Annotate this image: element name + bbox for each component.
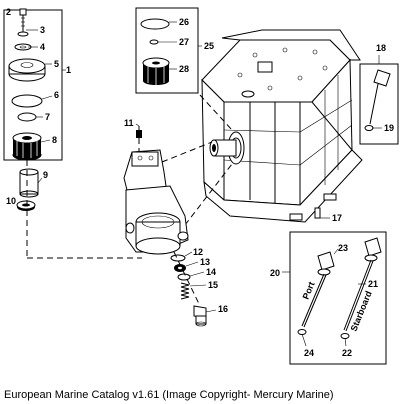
callout-18: 18 [376,43,386,53]
callout-4: 4 [40,42,45,52]
callout-13: 13 [200,257,210,267]
callout-7: 7 [45,112,50,122]
callout-12: 12 [193,247,203,257]
cap-part [8,58,46,82]
callout-8: 8 [52,135,57,145]
sleeve-part [19,168,39,198]
starboard-label: Starboard [349,290,374,333]
gear-housing [201,29,363,223]
callout-2: 2 [6,7,11,17]
callout-15: 15 [208,280,218,290]
callout-27: 27 [179,37,189,47]
bearing-part [12,132,42,161]
callout-16: 16 [218,304,228,314]
callout-19: 19 [384,123,394,133]
callout-24: 24 [304,348,314,358]
callout-28: 28 [179,64,189,74]
callout-10: 10 [6,196,16,206]
callout-23: 23 [338,243,348,253]
callout-26: 26 [179,17,189,27]
callout-25: 25 [204,41,214,51]
left-parts-group [3,8,142,259]
dipstick-part [359,55,399,145]
exploded-parts-diagram: 1 2 3 4 5 6 7 8 9 10 11 12 13 14 15 16 1… [3,7,399,365]
bolt-part [19,8,27,34]
callout-22: 22 [342,348,352,358]
callout-17: 17 [332,213,342,223]
callout-3: 3 [40,25,45,35]
callout-21: 21 [368,279,378,289]
callout-20: 20 [270,268,280,278]
callout-9: 9 [43,170,48,180]
callout-1: 1 [66,65,71,75]
callout-5: 5 [54,59,59,69]
callout-14: 14 [206,267,216,277]
callout-6: 6 [54,90,59,100]
image-caption: European Marine Catalog v1.61 (Image Cop… [4,389,334,401]
plug-parts-group [135,7,202,94]
dipstick-kit-group [282,231,387,365]
callout-11: 11 [124,118,134,128]
center-housing [123,123,330,327]
